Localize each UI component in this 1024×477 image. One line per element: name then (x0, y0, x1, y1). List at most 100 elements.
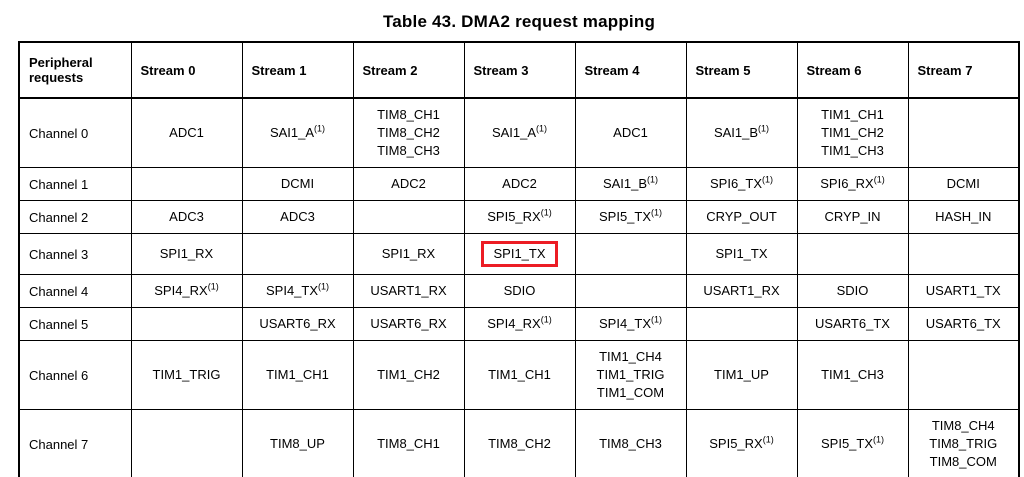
table-cell: TIM1_CH3 (796, 340, 909, 410)
cell-text: TIM1_UP (714, 367, 769, 382)
footnote-ref: (1) (318, 281, 330, 292)
cell-text: ADC2 (391, 176, 426, 191)
channel-label-cell: Channel 5 (18, 307, 132, 341)
table-cell: TIM1_CH1 (463, 340, 576, 410)
table-cell (130, 167, 243, 201)
cell-text: ADC3 (280, 209, 315, 224)
table-cell: USART1_RX (352, 274, 465, 308)
table-cell: USART6_TX (907, 307, 1020, 341)
footnote-ref: (1) (647, 174, 659, 185)
table-cell: ADC3 (130, 200, 243, 234)
table-cell: SPI5_RX(1) (463, 200, 576, 234)
highlight-box: SPI1_TX (481, 241, 558, 267)
table-cell: SPI6_RX(1) (796, 167, 909, 201)
cell-text: SPI1_RX (159, 246, 214, 261)
cell-text: TIM1_CH2 (377, 367, 440, 382)
table-cell: ADC2 (352, 167, 465, 201)
cell-text: TIM8_CH3 (599, 436, 662, 451)
table-cell (907, 97, 1020, 168)
cell-text: TIM1_COM (596, 385, 665, 400)
cell-text: TIM1_TRIG (596, 367, 665, 382)
cell-text: SPI1_RX (381, 246, 436, 261)
table-cell: USART1_TX (907, 274, 1020, 308)
table-row: Channel 3 SPI1_RX SPI1_RX SPI1_TX SPI1_TX (18, 233, 1020, 275)
cell-text: ADC1 (613, 125, 648, 140)
table-cell: TIM1_CH1 (241, 340, 354, 410)
table-cell: SPI4_TX(1) (574, 307, 687, 341)
cell-text: TIM1_CH1 (266, 367, 329, 382)
footnote-ref: (1) (540, 207, 552, 218)
table-cell (796, 233, 909, 275)
table-cell (574, 274, 687, 308)
table-cell: ADC3 (241, 200, 354, 234)
cell-text: USART1_RX (703, 283, 780, 298)
footnote-ref: (1) (762, 174, 774, 185)
table-cell (907, 233, 1020, 275)
channel-label-cell: Channel 7 (18, 409, 132, 477)
cell-text: DCMI (280, 176, 315, 191)
stream-header-cell: Stream 1 (241, 41, 354, 99)
table-cell: SAI1_A(1) (241, 97, 354, 168)
footnote-ref: (1) (536, 123, 548, 134)
table-cell: ADC1 (130, 97, 243, 168)
channel-label-cell: Channel 3 (18, 233, 132, 275)
stream-header-cell: Stream 5 (685, 41, 798, 99)
channel-label-cell: Channel 1 (18, 167, 132, 201)
cell-text: DCMI (946, 176, 980, 191)
table-row: Channel 7 TIM8_UP TIM8_CH1 TIM8_CH2 TIM8_CH3… (18, 409, 1020, 477)
cell-text: SDIO (503, 283, 536, 298)
cell-text: TIM8_CH3 (377, 143, 440, 158)
table-cell: CRYP_IN (796, 200, 909, 234)
footnote-ref: (1) (758, 123, 770, 134)
table-cell: SAI1_B(1) (685, 97, 798, 168)
table-cell: TIM1_UP (685, 340, 798, 410)
table-cell (130, 307, 243, 341)
cell-text: CRYP_OUT (706, 209, 777, 224)
cell-text: TIM8_CH4 (931, 418, 995, 433)
table-cell: SAI1_B(1) (574, 167, 687, 201)
cell-text: TIM8_CH1 (377, 436, 440, 451)
channel-label-cell: Channel 2 (18, 200, 132, 234)
cell-text: TIM1_CH1 (488, 367, 551, 382)
table-cell: USART1_RX (685, 274, 798, 308)
table-cell: ADC1 (574, 97, 687, 168)
cell-text: TIM1_CH3 (821, 367, 884, 382)
stream-header-cell: Stream 6 (796, 41, 909, 99)
stream-header-cell: Stream 2 (352, 41, 465, 99)
table-cell: SPI1_RX (130, 233, 243, 275)
cell-text: SPI6_TX(1) (709, 174, 774, 191)
stream-header-cell: Stream 0 (130, 41, 243, 99)
cell-text: SPI4_RX(1) (487, 314, 552, 331)
table-cell: TIM8_CH2 (463, 409, 576, 477)
footnote-ref: (1) (207, 281, 219, 292)
cell-text: TIM8_UP (270, 436, 325, 451)
cell-text: TIM8_COM (929, 454, 997, 469)
footnote-ref: (1) (873, 174, 885, 185)
stream-header-cell: Stream 4 (574, 41, 687, 99)
cell-text: SAI1_A(1) (491, 123, 548, 140)
table-cell: SPI1_RX (352, 233, 465, 275)
table-cell: SPI5_RX(1) (685, 409, 798, 477)
cell-text: TIM8_CH2 (488, 436, 551, 451)
cell-text: TIM1_CH2 (821, 125, 884, 140)
table-cell (241, 233, 354, 275)
table-title: Table 43. DMA2 request mapping (382, 12, 656, 31)
table-cell: CRYP_OUT (685, 200, 798, 234)
cell-text: USART6_RX (370, 316, 447, 331)
table-cell: ADC2 (463, 167, 576, 201)
cell-text: SDIO (836, 283, 869, 298)
table-cell: DCMI (907, 167, 1020, 201)
table-cell: USART6_RX (352, 307, 465, 341)
table-cell: TIM8_UP (241, 409, 354, 477)
table-cell: TIM1_CH2 (352, 340, 465, 410)
cell-text: SAI1_B(1) (713, 123, 770, 140)
cell-text: SPI1_TX (715, 246, 768, 261)
